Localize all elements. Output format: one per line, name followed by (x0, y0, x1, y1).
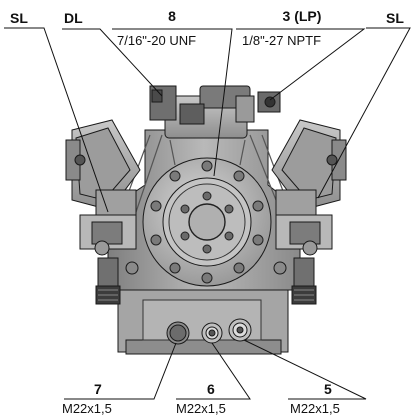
label-6-spec: M22x1,5 (176, 401, 226, 416)
leader-5 (243, 339, 367, 400)
shaft-end (188, 203, 226, 241)
left-suction-valve (79, 214, 139, 305)
leader-3 (236, 28, 366, 101)
leader-lines (4, 27, 411, 400)
oil-port-5 (228, 318, 252, 342)
leader-8 (112, 28, 233, 177)
left-cylinder-head (65, 119, 141, 219)
label-dl: DL (64, 10, 83, 26)
oil-port-6 (201, 322, 223, 344)
right-suction-valve (273, 214, 333, 305)
label-8-spec: 7/16"-20 UNF (117, 33, 196, 48)
leader-dl (62, 28, 163, 97)
label-5-spec: M22x1,5 (290, 401, 340, 416)
label-3-number: 3 (LP) (283, 8, 322, 24)
compressor-illustration (65, 85, 347, 355)
leader-6 (176, 342, 251, 400)
leader-sl-left (4, 27, 109, 213)
label-5-number: 5 (324, 381, 332, 397)
label-sl-left: SL (10, 10, 28, 26)
label-3-spec: 1/8"-27 NPTF (242, 33, 321, 48)
right-cylinder-head (271, 119, 347, 219)
label-sl-right: SL (386, 10, 404, 26)
label-8-number: 8 (168, 8, 176, 24)
label-7-number: 7 (94, 381, 102, 397)
leader-7 (64, 342, 177, 400)
flange-bolts (150, 160, 264, 284)
connection-labels: SL DL 8 7/16"-20 UNF 3 (LP) 1/8"-27 NPTF… (10, 8, 404, 416)
leader-sl-right (317, 27, 411, 199)
oil-drain-port-7 (166, 321, 190, 345)
label-7-spec: M22x1,5 (62, 401, 112, 416)
bearing-flange (142, 157, 272, 287)
label-6-number: 6 (207, 381, 215, 397)
